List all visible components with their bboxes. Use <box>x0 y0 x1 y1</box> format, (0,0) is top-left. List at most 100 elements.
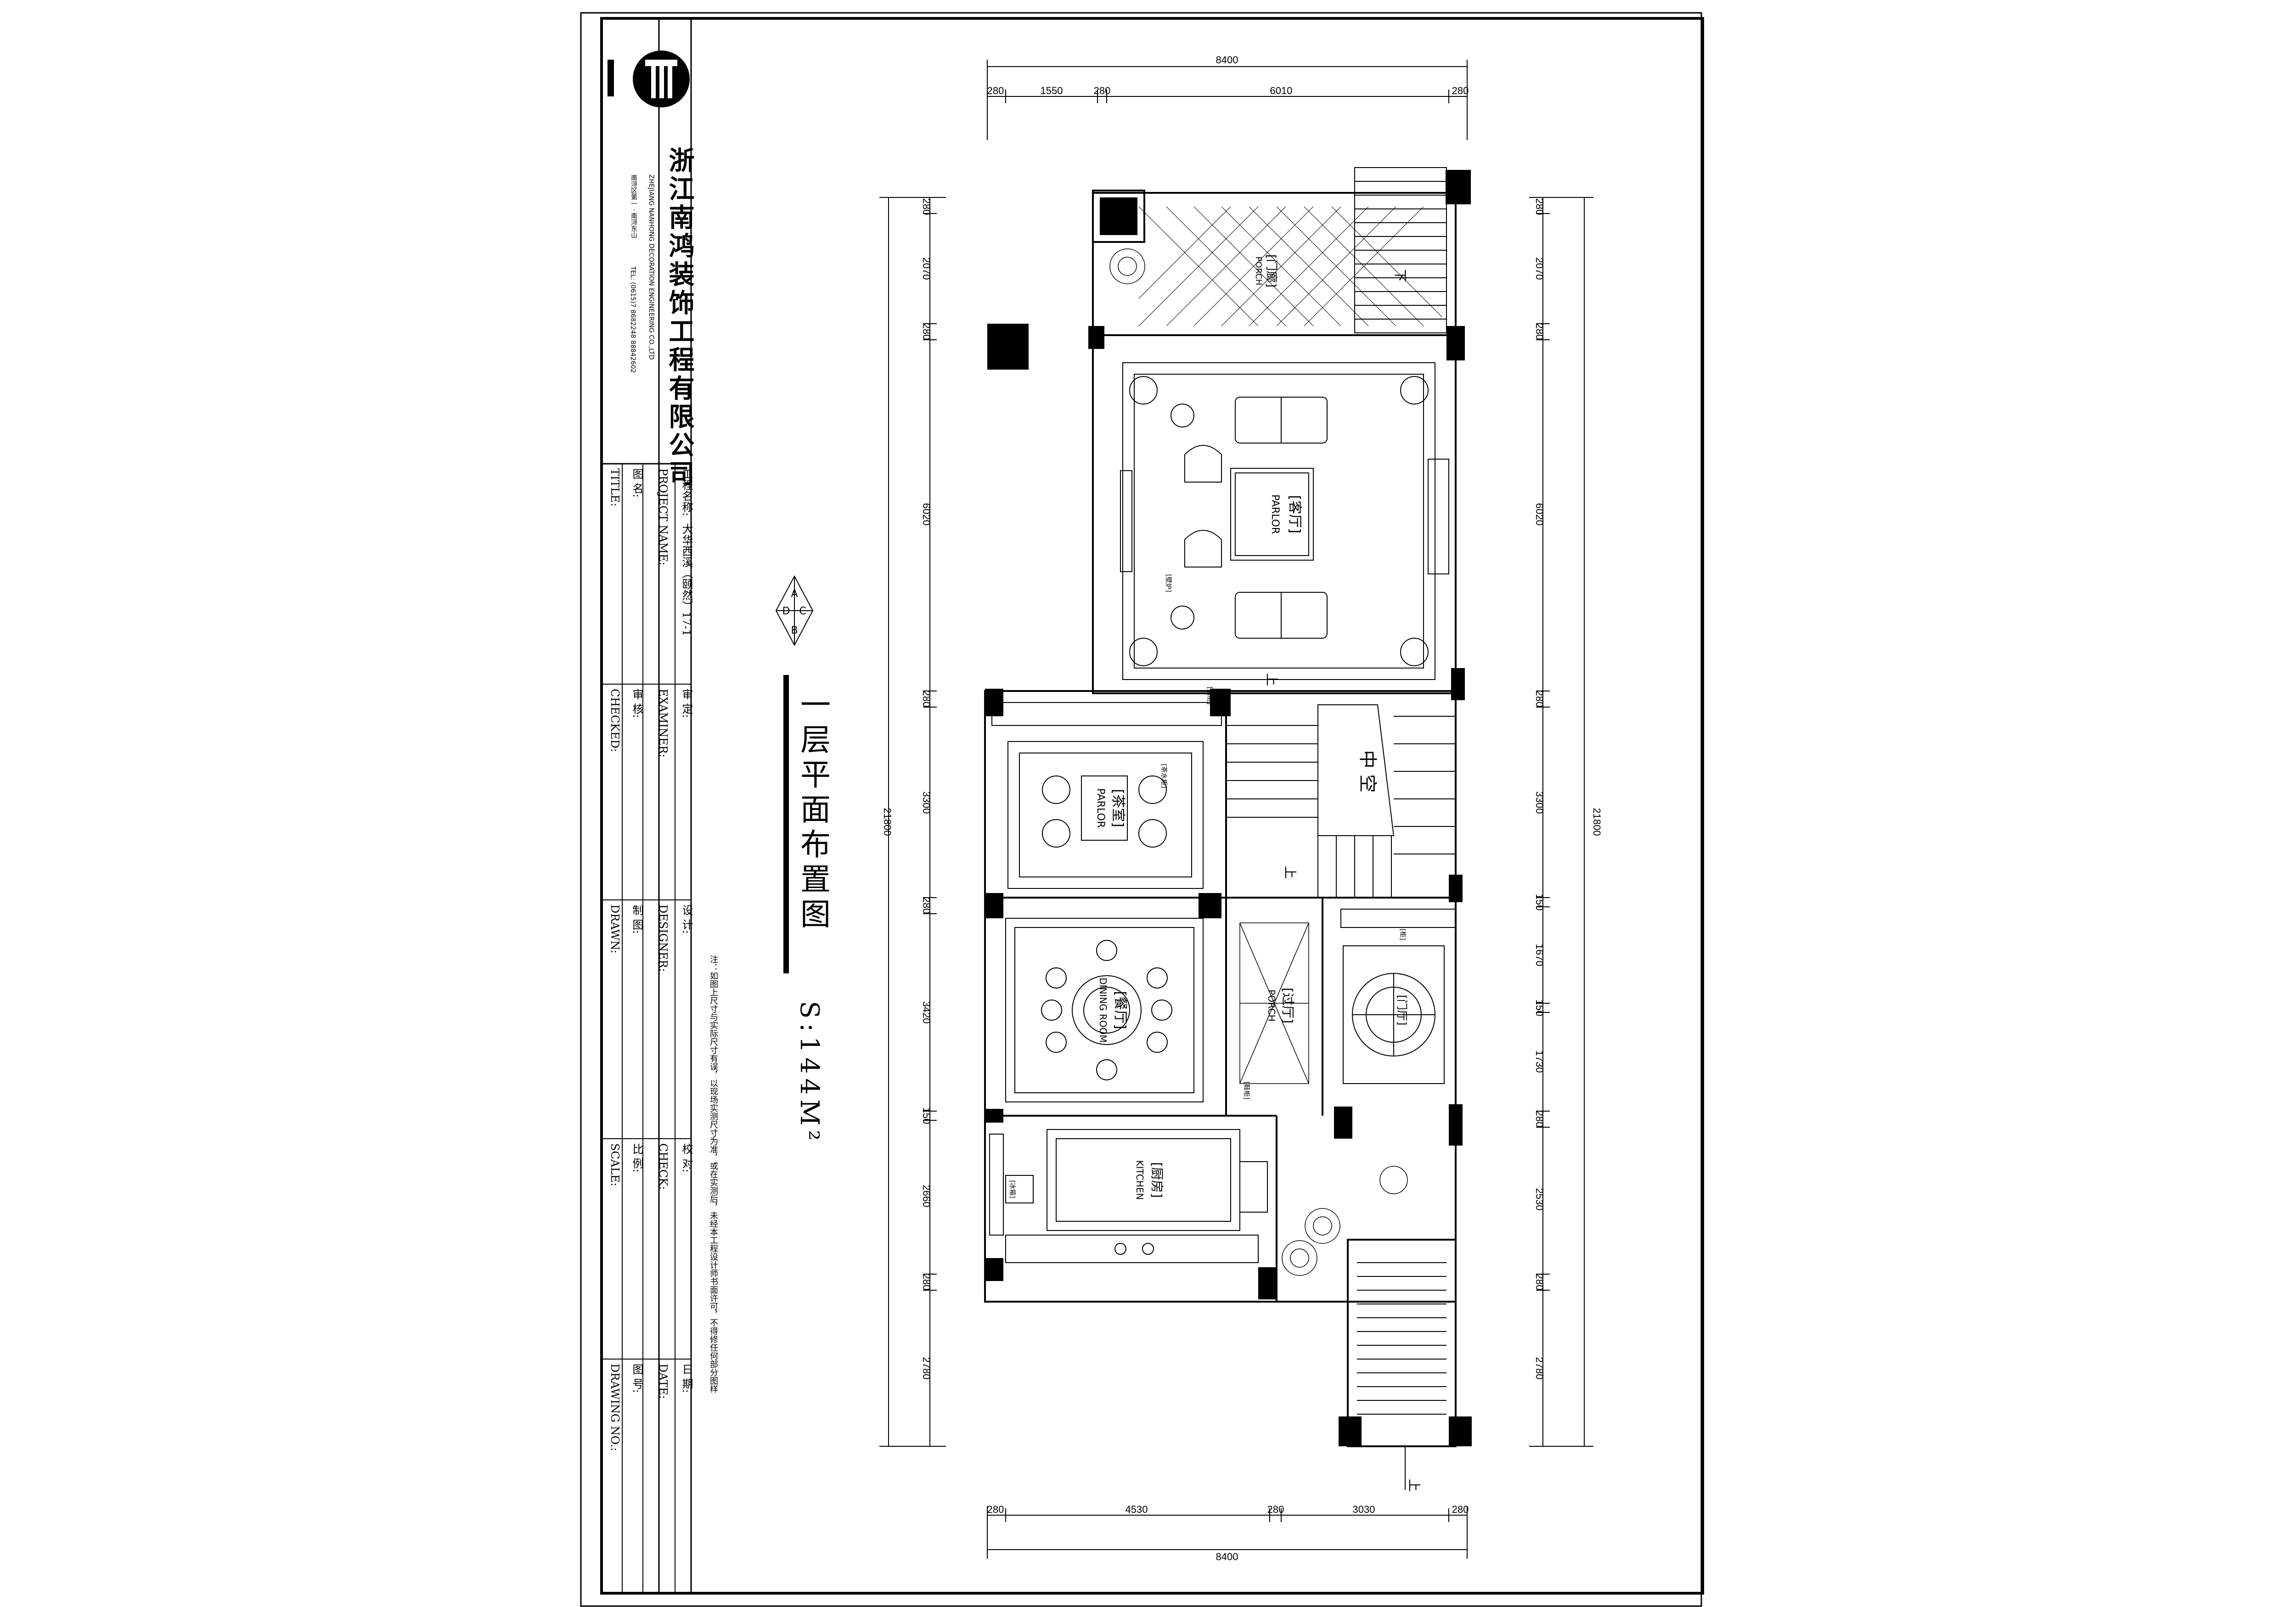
dim-left-9: 150 <box>921 1107 932 1124</box>
compass-marker <box>775 575 814 646</box>
project-label-en: PROJECT NAME: <box>657 468 670 566</box>
company-address: 南浔区第一 · 南浔东山 <box>630 174 637 239</box>
room-parlor-cn: [客厅] <box>1287 495 1303 533</box>
dim-top-1: 280 <box>987 85 1004 96</box>
dim-top-total: 8400 <box>1216 54 1238 66</box>
dim-right-14: 2780 <box>1534 1357 1545 1380</box>
room-labels: [门廊] PORCH [客厅] PARLOR [茶室] PARLOR 中 空 [… <box>1008 254 1422 1492</box>
label-wine-cabinet: [酒柜] <box>1206 687 1213 705</box>
dim-right-8: 1670 <box>1534 944 1545 966</box>
dim-right-5: 280 <box>1534 691 1545 708</box>
date-label: 日 期: <box>680 1364 693 1393</box>
central-stairs <box>1226 704 1456 898</box>
disclaimer-note: 注：如图上尺寸与实际尺寸有误，以现场实测尺寸为准，或在实测后，未经本工程设计师书… <box>709 955 718 1393</box>
dim-left-7: 280 <box>921 897 932 914</box>
sheet-border-inner <box>600 17 1704 1595</box>
dim-right-11: 280 <box>1534 1111 1545 1128</box>
check-label: 审 核: <box>630 689 643 718</box>
porch-floor-pattern <box>1138 206 1442 326</box>
compass-a: A <box>791 588 798 600</box>
dining-furniture <box>1005 918 1204 1102</box>
dim-bottom-5: 280 <box>1452 1504 1469 1515</box>
dim-left-1: 280 <box>921 198 932 215</box>
drawing-area: S:144M² <box>794 1001 824 1145</box>
proof-label: 校 对: <box>680 1143 693 1173</box>
logo-caption: NANHONG <box>606 60 611 84</box>
structural-columns <box>985 170 1472 1446</box>
room-porch-top-en: PORCH <box>1254 257 1263 286</box>
dim-right-6: 3300 <box>1534 792 1545 814</box>
room-kitchen-cn: [厨房] <box>1149 1162 1165 1198</box>
exterior-stairs <box>1357 1262 1446 1490</box>
dim-top-2: 1550 <box>1041 85 1063 96</box>
company-contact: TEL: (0615)7 8682248 88842602 <box>629 266 636 373</box>
dim-right-10: 1730 <box>1534 1051 1545 1073</box>
foyer-medallion <box>1340 909 1456 1084</box>
dim-top-3: 280 <box>1094 85 1111 96</box>
dim-left-5: 280 <box>921 691 932 708</box>
drawing-label: 图 名: <box>630 468 643 498</box>
dim-left-10: 2660 <box>921 1185 932 1208</box>
compass-d: D <box>782 606 790 617</box>
label-tea-cabinet: [茶水柜] <box>1160 764 1167 788</box>
entry-hall-pattern <box>1239 922 1309 1084</box>
dim-top-5: 280 <box>1452 85 1469 96</box>
kitchen-furniture <box>989 1129 1268 1263</box>
dim-right-12: 2530 <box>1534 1188 1545 1211</box>
drawing-title: 一层平面布置图 <box>795 689 831 933</box>
dim-right-total: 21800 <box>1591 808 1603 836</box>
examiner-label-en: EXAMINER: <box>657 689 670 758</box>
dimension-ticks <box>923 213 1550 1291</box>
design-label: 设 计: <box>680 905 693 934</box>
label-stairs-down: 下 <box>1393 269 1408 282</box>
room-entry-en: PORCH <box>1266 989 1277 1022</box>
tea-room-furniture <box>991 702 1222 889</box>
label-stairs-up-3: 上 <box>1407 1479 1422 1492</box>
dim-right-9: 150 <box>1534 1000 1545 1017</box>
room-porch-top-cn: [门廊] <box>1264 254 1278 287</box>
drawn-label: 制 图: <box>630 905 643 934</box>
label-cabinet: [柜] <box>1399 929 1406 940</box>
room-kitchen-en: KITCHEN <box>1134 1160 1145 1200</box>
dim-bottom-4: 3030 <box>1353 1504 1375 1515</box>
porch-stairs <box>1354 167 1447 333</box>
dim-left-8: 3420 <box>921 1001 932 1024</box>
dim-left-6: 3300 <box>921 792 932 814</box>
room-dining-en: DINING ROOM <box>1097 978 1109 1043</box>
date-label-en: DATE: <box>657 1364 670 1399</box>
right-dimension-labels: 280 2070 280 6020 280 3300 150 1670 150 … <box>1534 198 1603 1380</box>
number-label-en: DRAWING NO.: <box>608 1364 621 1451</box>
dim-left-4: 6020 <box>921 503 932 526</box>
room-parlor-en: PARLOR <box>1269 494 1281 534</box>
dim-left-2: 2070 <box>921 258 932 280</box>
dim-left-11: 280 <box>921 1274 932 1291</box>
left-dimension-labels: 280 2070 280 6020 280 3300 280 3420 150 … <box>882 198 932 1380</box>
scale-label: 比 例: <box>630 1143 643 1173</box>
room-entry-cn: [过厅] <box>1280 988 1295 1023</box>
dim-bottom-3: 280 <box>1267 1504 1284 1515</box>
room-tea-cn: [茶室] <box>1110 789 1126 827</box>
title-underline-bar <box>783 675 789 973</box>
number-label: 图 号: <box>630 1364 643 1393</box>
dim-left-total: 21800 <box>882 808 893 836</box>
dim-right-13: 280 <box>1534 1274 1545 1291</box>
company-name-en: ZHEJIANG NANHONG DECORATION ENGINEERING … <box>647 174 655 360</box>
label-stairs-up-2: 上 <box>1283 866 1298 879</box>
dim-top-4: 6010 <box>1270 85 1293 96</box>
room-dining-cn: [餐厅] <box>1112 991 1128 1029</box>
parlor-furniture <box>1120 362 1449 680</box>
label-stairs-up-1: 上 <box>1264 673 1279 686</box>
company-name: 浙江南鸿装饰工程有限公司 <box>664 147 695 489</box>
examiner-label: 审 定: <box>680 689 693 718</box>
title-block-grid <box>602 18 692 1593</box>
dimension-lines <box>879 60 1593 1559</box>
dim-bottom-total: 8400 <box>1216 1551 1238 1562</box>
dim-left-3: 280 <box>921 323 932 340</box>
dim-bottom-2: 4530 <box>1125 1504 1148 1515</box>
label-fridge: [冰箱] <box>1008 1180 1016 1198</box>
project-label: 工程名称: <box>680 468 693 517</box>
company-logo <box>608 51 690 107</box>
drawn-label-en: DRAWN: <box>608 905 621 954</box>
